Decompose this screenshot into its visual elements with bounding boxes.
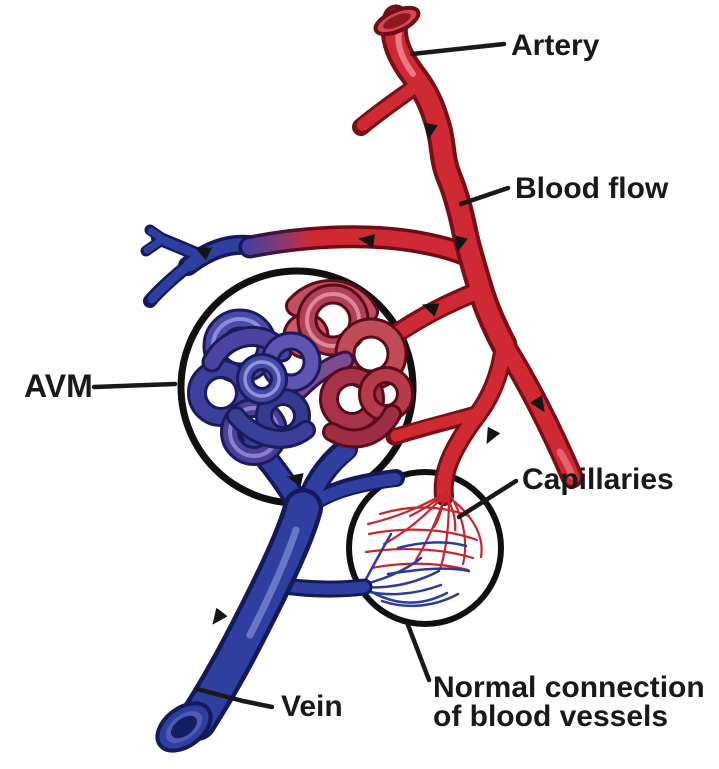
- avm-label: AVM: [24, 368, 93, 404]
- flow-arrow-into-avm: [421, 303, 440, 317]
- label-pointer-lines: [91, 41, 519, 710]
- vein-label: Vein: [281, 690, 343, 723]
- capillaries-pointer-line: [456, 478, 519, 520]
- flow-arrow-vein-lower: [212, 607, 228, 625]
- flow-arrow-artery-upper: [424, 122, 438, 140]
- artery-to-vein-arc-vessel: [238, 225, 482, 269]
- artery-pointer-line: [409, 41, 507, 57]
- capillaries-network: [359, 490, 483, 608]
- normal-connection-label-line1: Normal connection: [433, 671, 705, 704]
- flow-arrow-vein-upper: [286, 473, 304, 487]
- flow-arrow-arc: [358, 234, 375, 248]
- flow-arrow-to-capillaries: [486, 426, 501, 445]
- capillaries-circle-outline: [346, 469, 504, 627]
- flow-arrow-stub: [530, 395, 545, 413]
- avm-tangle: [187, 279, 414, 466]
- blood-flow-label: Blood flow: [515, 172, 669, 205]
- normal-connection-label-line2: of blood vessels: [433, 700, 668, 733]
- vein-open-end: [155, 701, 213, 753]
- left-drain-vein-branches: [140, 224, 266, 308]
- artery-open-end: [373, 5, 421, 37]
- labels: Artery Blood flow AVM Capillaries Vein N…: [24, 29, 705, 733]
- blood-flow-pointer-line: [458, 185, 511, 207]
- flow-arrow-left-drain: [194, 247, 212, 261]
- blood-flow-arrows: [194, 122, 545, 625]
- capillaries-label: Capillaries: [522, 463, 674, 496]
- avm-pointer-line: [91, 381, 178, 390]
- normal-connection-pointer-line: [405, 622, 432, 683]
- flow-arrow-artery-mid: [454, 235, 468, 253]
- artery-label: Artery: [511, 29, 600, 62]
- vein-pointer-line: [194, 686, 275, 710]
